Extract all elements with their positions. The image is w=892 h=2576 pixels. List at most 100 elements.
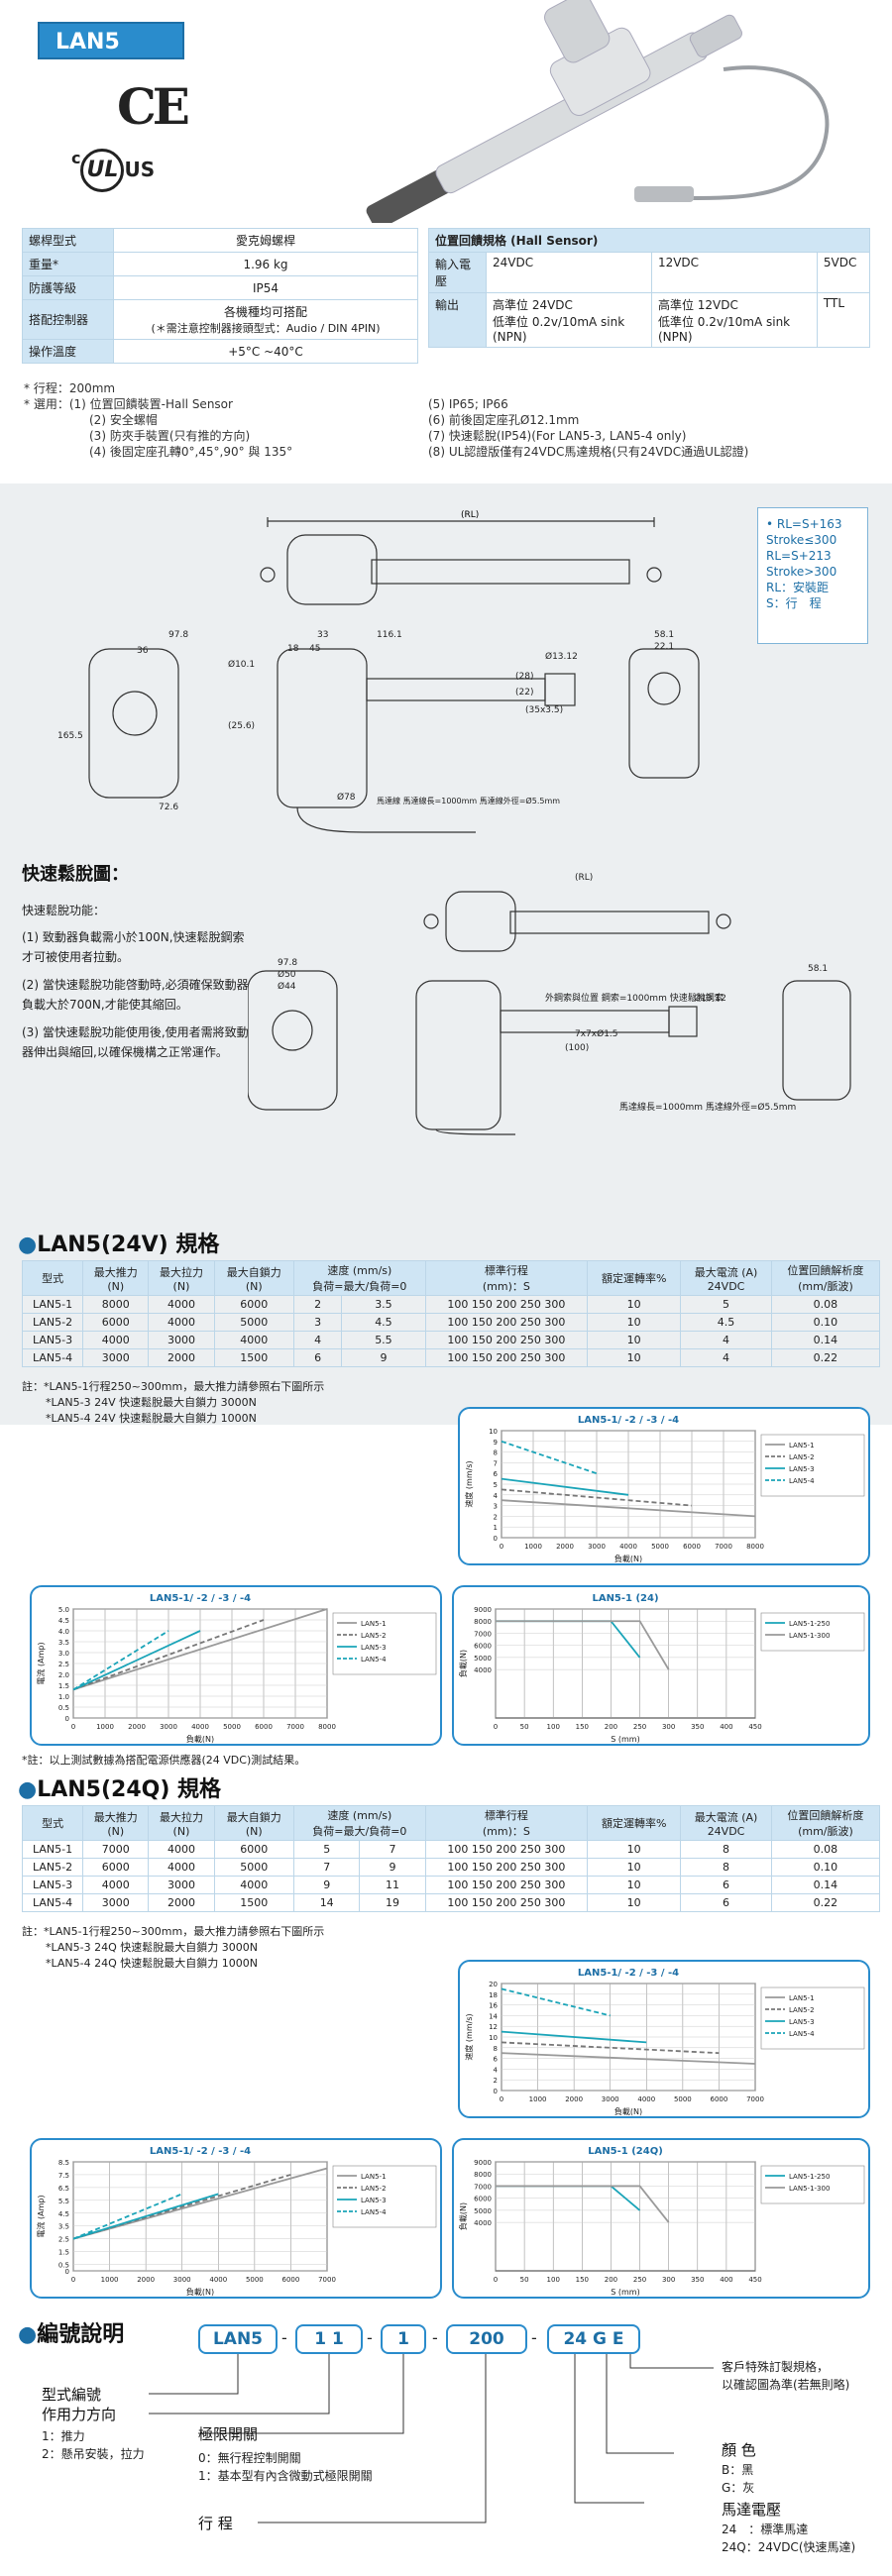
option-item: (8) UL認證版僅有24VDC馬達規格(只有24VDC通過UL認證) xyxy=(428,445,749,459)
y-tick-label: 5.5 xyxy=(58,2198,69,2205)
dim-label: 116.1 xyxy=(377,630,402,640)
dim-label: Ø50 xyxy=(278,969,296,980)
dim-label: Ø44 xyxy=(278,981,296,992)
series-line xyxy=(501,2041,720,2055)
dim-label: (25.6) xyxy=(228,721,255,731)
y-tick-label: 5000 xyxy=(474,1655,492,1663)
x-tick-label: 3000 xyxy=(173,2276,191,2284)
y-tick-label: 4.5 xyxy=(58,2210,69,2218)
y-tick-label: 0 xyxy=(494,1535,498,1543)
y-tick-label: 5.0 xyxy=(58,1606,69,1614)
legend-label: LAN5-3 xyxy=(361,2197,387,2204)
spec-key: 搭配控制器 xyxy=(22,299,114,340)
legend-box xyxy=(760,1612,865,1652)
x-tick-label: 0 xyxy=(500,2095,503,2103)
legend-box xyxy=(760,2165,865,2204)
code-dash: - xyxy=(367,2328,373,2347)
x-tick-label: 450 xyxy=(748,1723,761,1731)
col-header: 位置回饋解析度 (mm/脈波) xyxy=(770,1260,881,1296)
x-tick-label: 7000 xyxy=(715,1543,732,1551)
col-header: 額定運轉率% xyxy=(587,1805,682,1841)
spec-value: IP54 xyxy=(113,275,418,300)
col-header: 最大自鎖力 (N) xyxy=(213,1260,295,1296)
option-item: (4) 後固定座孔轉0°,45°,90° 與 135° xyxy=(89,445,293,459)
y-tick-label: 2 xyxy=(494,2077,498,2085)
chart-title: LAN5-1/ -2 / -3 / -4 xyxy=(150,1593,251,1604)
option-item: (3) 防夾手裝置(只有推的方向) xyxy=(89,429,251,443)
x-tick-label: 2000 xyxy=(565,2095,583,2103)
spec-table-24v: 型式 最大推力 (N) 最大拉力 (N) 最大自鎖力 (N) 速度 (mm/s)… xyxy=(21,1260,881,1367)
x-tick-label: 4000 xyxy=(619,1543,637,1551)
legend-label: LAN5-3 xyxy=(361,1644,387,1652)
series-line xyxy=(72,2193,183,2240)
col-header: 最大電流 (A) 24VDC xyxy=(680,1805,772,1841)
x-tick-label: 7000 xyxy=(286,1723,304,1731)
series-line xyxy=(72,1608,328,1691)
col-header: 最大電流 (A) 24VDC xyxy=(680,1260,772,1296)
col-header: 最大推力 (N) xyxy=(82,1805,150,1841)
y-tick-label: 18 xyxy=(489,1991,498,1999)
motor-cable-note-2: 馬達線長=1000mm 馬達線外徑=Ø5.5mm xyxy=(619,1101,796,1113)
code-box-force: 1 1 xyxy=(295,2324,363,2354)
legend-label: LAN5-2 xyxy=(361,1632,387,1640)
x-tick-label: 100 xyxy=(547,1723,560,1731)
x-tick-label: 7000 xyxy=(318,2276,336,2284)
x-tick-label: 50 xyxy=(520,2276,529,2284)
col-header: 型式 xyxy=(21,1260,84,1296)
plot-area xyxy=(495,2161,756,2272)
x-tick-label: 4000 xyxy=(209,2276,227,2284)
ul-suffix: US xyxy=(124,158,156,181)
series-line xyxy=(501,1488,693,1507)
code-dash: - xyxy=(531,2328,537,2347)
hall-o1: 高準位 24VDC 低準位 0.2v/10mA sink (NPN) xyxy=(486,292,652,348)
x-tick-label: 400 xyxy=(720,2276,732,2284)
y-tick-label: 7000 xyxy=(474,1630,492,1638)
y-tick-label: 12 xyxy=(489,2023,498,2031)
ce-mark: CE xyxy=(117,77,190,136)
y-tick-label: 9 xyxy=(494,1439,498,1447)
col-header: 速度 (mm/s) 負荷=最大/負荷=0 xyxy=(293,1805,426,1841)
dim-label: 165.5 xyxy=(57,731,83,741)
col-header: 速度 (mm/s) 負荷=最大/負荷=0 xyxy=(293,1260,426,1296)
table-24v-title: ●LAN5(24V) 規格 xyxy=(18,1233,220,1257)
option-item: (5) IP65; IP66 xyxy=(428,397,508,411)
y-tick-label: 4000 xyxy=(474,2219,492,2227)
dim-label: Ø10.1 xyxy=(228,659,255,670)
x-tick-label: 3000 xyxy=(588,1543,606,1551)
y-tick-label: 0.5 xyxy=(58,2262,69,2270)
y-tick-label: 2 xyxy=(494,1513,498,1521)
x-axis-label: 負載(N) xyxy=(186,2287,214,2297)
x-tick-label: 300 xyxy=(662,2276,675,2284)
drawing-quick-release-view: (RL) 97.8 Ø50 Ø44 外鋼索與位置 鋼索=1000mm 快速鬆脫鋼… xyxy=(248,873,851,1135)
x-tick-label: 0 xyxy=(71,2276,75,2284)
x-tick-label: 0 xyxy=(71,1723,75,1731)
legend-label: LAN5-1 xyxy=(789,1442,815,1449)
legend-box xyxy=(332,1612,437,1675)
stroke-note: * 行程：200mm xyxy=(24,381,116,395)
series-line xyxy=(501,2030,647,2044)
quick-release-items: (1) 致動器負載需小於100N,快速鬆脫鋼索才可被使用者拉動。 (2) 當快速… xyxy=(22,930,249,1059)
y-tick-label: 5 xyxy=(494,1481,498,1489)
legend-label: LAN5-2 xyxy=(361,2185,387,2193)
x-axis-label: S (mm) xyxy=(611,1735,639,1744)
y-tick-label: 8 xyxy=(494,2045,498,2053)
x-tick-label: 2000 xyxy=(137,2276,155,2284)
spec-key: 防護等級 xyxy=(22,275,114,300)
x-axis-label: 負載(N) xyxy=(614,1554,642,1563)
color-label: 顏 色 xyxy=(722,2441,756,2459)
hall-voltage-label: 輸入電壓 xyxy=(428,252,487,293)
y-axis-label: 速度 (mm/s) xyxy=(464,2013,474,2060)
y-tick-label: 4.5 xyxy=(58,1617,69,1625)
model-badge: LAN5 xyxy=(38,22,184,59)
dim-label: (22) xyxy=(515,688,533,698)
x-tick-label: 4000 xyxy=(191,1723,209,1731)
